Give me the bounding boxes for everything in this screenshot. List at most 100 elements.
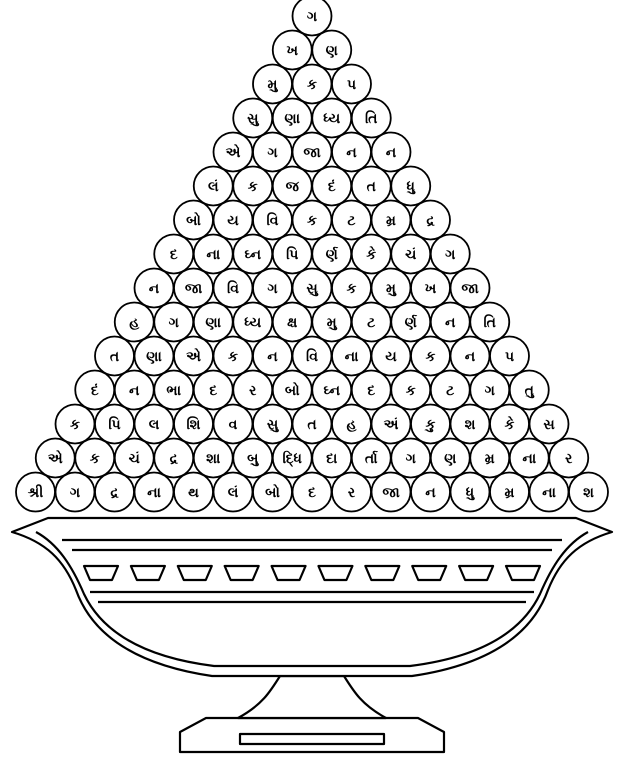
letter-ball: દ્ર (411, 201, 450, 240)
ball-letter: મ્ર (485, 451, 495, 467)
ball-letter: કુ (424, 417, 435, 433)
ball-letter: બો (186, 211, 201, 229)
letter-ball: ગ (391, 439, 430, 478)
ball-letter: અં (384, 417, 399, 433)
ball-letter: સ (543, 417, 555, 433)
letter-ball: દ્ધિ (273, 439, 312, 478)
letter-ball: ચં (391, 235, 430, 274)
ball-letter: ગ (267, 145, 277, 161)
letter-ball: દ (352, 371, 391, 410)
letter-ball: દં (312, 167, 351, 206)
letter-ball: ણા (194, 303, 233, 342)
ball-letter: શ (583, 485, 594, 501)
letter-ball: ગ (253, 269, 292, 308)
ball-letter: ના (345, 349, 359, 365)
letter-ball: ક (411, 337, 450, 376)
ball-letter: જા (461, 281, 479, 297)
letter-ball: દ્ર (154, 439, 193, 478)
letter-ball: બો (273, 371, 312, 410)
letter-ball: કુ (411, 405, 450, 444)
ball-letter: ધ્ય (323, 111, 341, 127)
ball-letter: ગ (267, 281, 277, 297)
ball-letter: ર્ણ (405, 313, 418, 331)
letter-ball: ન (451, 337, 490, 376)
letter-pyramid: ગખણમુકપસુણાધ્યતિએગજાનનલંકજદંતધુબોયવિકટમ્… (16, 0, 608, 512)
ball-letter: ણા (284, 111, 300, 127)
letter-ball: મ્ર (470, 439, 509, 478)
letter-ball: સ (530, 405, 569, 444)
letter-ball: ન (411, 473, 450, 512)
letter-ball: ત (352, 167, 391, 206)
letter-ball: દા (312, 439, 351, 478)
ball-letter: ન (445, 315, 456, 331)
letter-ball: ણ (431, 439, 470, 478)
letter-ball: ય (372, 337, 411, 376)
letter-ball: ભા (154, 371, 193, 410)
letter-ball: ક (391, 371, 430, 410)
letter-ball: ત (293, 405, 332, 444)
ball-letter: ર (565, 451, 573, 467)
ball-letter: દં (328, 179, 336, 195)
ball-letter: ણા (205, 315, 221, 331)
ball-letter: દ (209, 383, 217, 399)
ball-letter: ના (206, 247, 220, 263)
letter-ball: ના (510, 439, 549, 478)
letter-ball: ટ (332, 201, 371, 240)
ball-letter: ક (70, 417, 80, 433)
letter-ball: તિ (352, 99, 391, 138)
letter-ball: વ (214, 405, 253, 444)
letter-ball: ધ્ય (312, 99, 351, 138)
ball-letter: દ (170, 247, 178, 263)
ball-letter: વ (229, 417, 238, 433)
ball-letter: કે (366, 245, 376, 263)
ball-letter: શ (465, 417, 476, 433)
letter-ball: લં (194, 167, 233, 206)
ball-letter: દ્ધિ (283, 450, 303, 468)
letter-ball: પિ (95, 405, 134, 444)
ball-letter: ગ (169, 315, 179, 331)
ball-letter: ગ (307, 9, 317, 25)
ball-letter: ગ (406, 451, 416, 467)
ball-letter: એ (48, 449, 63, 467)
ball-letter: બુ (247, 451, 259, 467)
letter-ball: ક (214, 337, 253, 376)
letter-ball: ક (233, 167, 272, 206)
letter-ball: ન (115, 371, 154, 410)
ball-letter: દ્ર (110, 485, 119, 501)
letter-ball: જા (293, 133, 332, 172)
letter-ball: ધ્ય (233, 303, 272, 342)
letter-ball: ધુ (391, 167, 430, 206)
letter-ball: ના (135, 473, 174, 512)
letter-ball: શ (451, 405, 490, 444)
ball-letter: મુ (268, 77, 279, 93)
letter-ball: ક (293, 65, 332, 104)
ball-letter: ચં (405, 247, 416, 263)
letter-ball: ગ (470, 371, 509, 410)
ball-letter: હ (347, 417, 358, 433)
letter-ball: દં (75, 371, 114, 410)
ball-letter: બો (265, 483, 280, 501)
letter-ball: ના (530, 473, 569, 512)
letter-ball: મ્ર (372, 201, 411, 240)
ball-letter: દ્ર (170, 451, 179, 467)
letter-ball: વિ (253, 201, 292, 240)
letter-ball: શિ (174, 405, 213, 444)
letter-ball: કે (490, 405, 529, 444)
ball-letter: બો (285, 381, 300, 399)
ball-letter: ર્તા (365, 449, 379, 467)
ball-letter: જ (286, 179, 300, 195)
ball-letter: એ (186, 347, 201, 365)
letter-ball: ખ (411, 269, 450, 308)
letter-ball: વિ (214, 269, 253, 308)
ball-letter: ધુ (466, 485, 475, 501)
ball-letter: શા (206, 451, 221, 467)
letter-ball: ર (549, 439, 588, 478)
letter-ball: ગ (253, 133, 292, 172)
ball-letter: મુ (386, 281, 397, 297)
ball-letter: ર (249, 383, 257, 399)
ball-letter: પિ (108, 416, 120, 433)
letter-ball: ણ (312, 31, 351, 70)
ball-letter: એ (226, 143, 241, 161)
ball-letter: તિ (484, 314, 496, 331)
letter-ball: પ (332, 65, 371, 104)
